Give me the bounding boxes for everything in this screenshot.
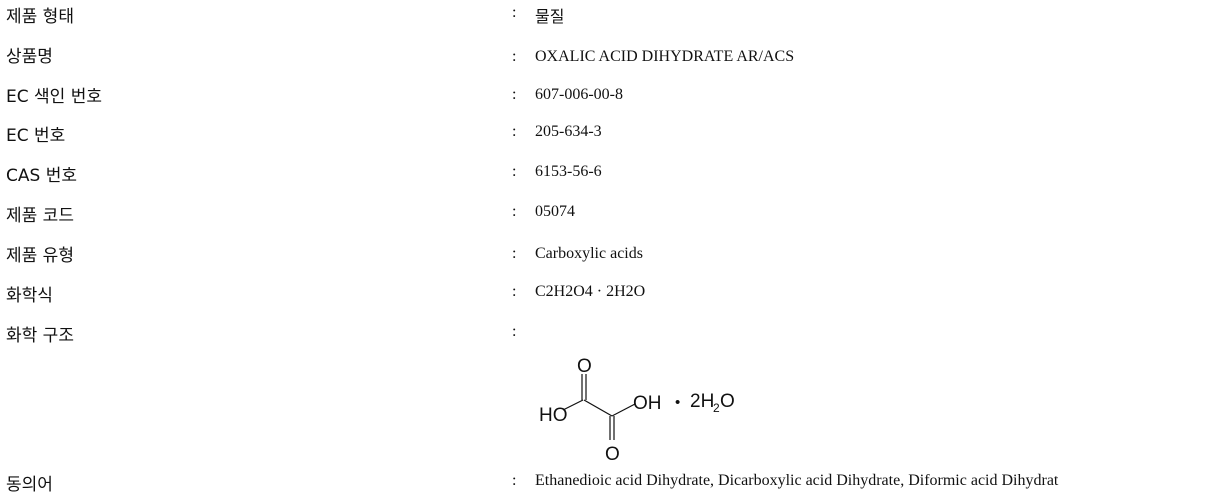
value-chemical-formula: C2H2O4 · 2H2O	[535, 283, 646, 300]
water-o: O	[720, 391, 735, 412]
label-chemical-formula: 화학식	[6, 286, 53, 306]
value-product-name: OXALIC ACID DIHYDRATE AR/ACS	[535, 48, 795, 65]
value-ec-index-number: 607-006-00-8	[535, 86, 623, 103]
colon-separator: :	[512, 245, 517, 262]
oxalic-acid-dihydrate-structure: O HO OH O • 2H 2 O	[539, 358, 735, 465]
atom-o-top: O	[577, 358, 592, 377]
value-synonyms: Ethanedioic acid Dihydrate, Dicarboxylic…	[535, 472, 1059, 489]
colon-separator: :	[512, 86, 517, 103]
colon-separator: :	[512, 203, 517, 220]
label-product-name: 상품명	[6, 47, 53, 67]
colon-separator: :	[512, 4, 517, 21]
label-ec-index-number: EC 색인 번호	[6, 87, 102, 107]
label-product-type: 제품 유형	[6, 246, 74, 266]
value-product-type: Carboxylic acids	[535, 245, 643, 262]
atom-o-bottom: O	[605, 444, 620, 465]
colon-separator: :	[512, 283, 517, 300]
colon-separator: :	[512, 472, 517, 489]
label-synonyms: 동의어	[6, 475, 53, 495]
atom-oh: OH	[633, 393, 662, 414]
bond-c1-c2	[583, 399, 613, 417]
water-2h: 2H	[690, 391, 714, 412]
value-product-form: 물질	[535, 7, 565, 26]
label-ec-number: EC 번호	[6, 126, 66, 146]
label-cas-number: CAS 번호	[6, 166, 77, 186]
colon-separator: :	[512, 323, 517, 340]
label-product-code: 제품 코드	[6, 206, 74, 226]
label-chemical-structure: 화학 구조	[6, 326, 74, 346]
value-cas-number: 6153-56-6	[535, 163, 602, 180]
bond-ho-c1	[562, 399, 584, 411]
atom-ho: HO	[539, 405, 568, 426]
colon-separator: :	[512, 123, 517, 140]
water-subscript: 2	[713, 401, 720, 415]
colon-separator: :	[512, 48, 517, 65]
value-ec-number: 205-634-3	[535, 123, 602, 140]
hydrate-bullet: •	[675, 394, 680, 411]
value-product-code: 05074	[535, 203, 575, 220]
colon-separator: :	[512, 163, 517, 180]
bond-c2-oh	[611, 403, 636, 417]
label-product-form: 제품 형태	[6, 7, 74, 27]
